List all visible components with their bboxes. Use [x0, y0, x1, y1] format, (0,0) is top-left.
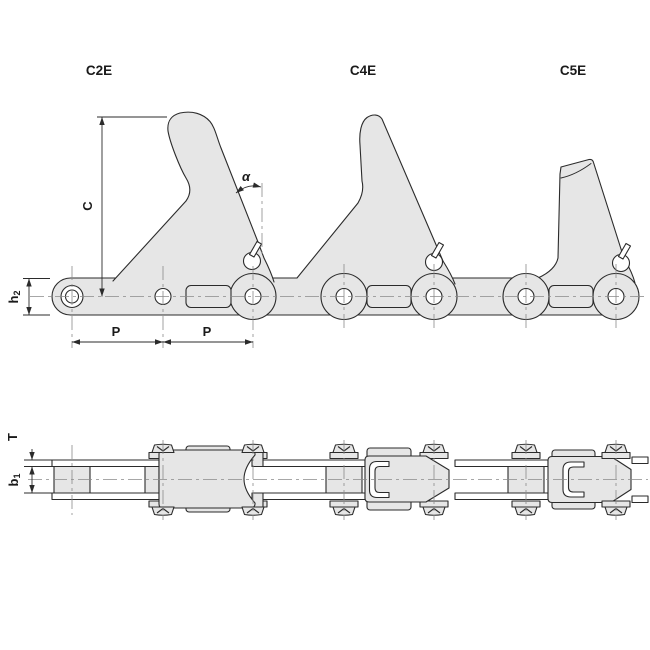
attachment-c4e-outline — [296, 114, 456, 285]
plan-view-parts — [51, 443, 649, 516]
dimension-b1: b1 — [6, 466, 56, 494]
attachment-c5e-fill — [538, 159, 635, 310]
pin-heads — [151, 443, 628, 516]
hook-c5e — [611, 242, 632, 273]
dim-label-b1: b1 — [6, 474, 22, 487]
attachment-c4e-fill — [297, 114, 455, 311]
attachment-c2e-fill — [113, 112, 274, 311]
dim-label-h2: h2 — [6, 291, 22, 304]
dimension-alpha: α — [235, 169, 262, 194]
dim-label-P-left: P — [112, 324, 121, 339]
attachment-c5e-outline — [537, 158, 636, 284]
hook-c4e — [424, 241, 445, 272]
label-c2e: C2E — [86, 63, 112, 78]
dim-label-P-right: P — [203, 324, 212, 339]
dimension-C: C — [80, 116, 167, 297]
plan-link-c2e — [158, 445, 264, 513]
hook-c2e — [242, 240, 263, 271]
side-view-centerlines — [30, 183, 648, 348]
attachment-c5e-bend-line — [560, 163, 592, 179]
plan-view-centerlines — [28, 440, 648, 520]
dim-label-T: T — [5, 433, 20, 441]
side-view-parts — [51, 111, 640, 321]
dimension-h2: h2 — [6, 278, 50, 316]
dimension-P: P P — [72, 324, 253, 345]
dim-label-C: C — [80, 201, 95, 211]
attachment-c2e-outline — [112, 111, 275, 283]
dimension-T: T — [5, 433, 56, 467]
plan-link-c4e — [364, 447, 450, 511]
dim-label-alpha: α — [242, 169, 251, 184]
label-c4e: C4E — [350, 63, 376, 78]
label-c5e: C5E — [560, 63, 586, 78]
